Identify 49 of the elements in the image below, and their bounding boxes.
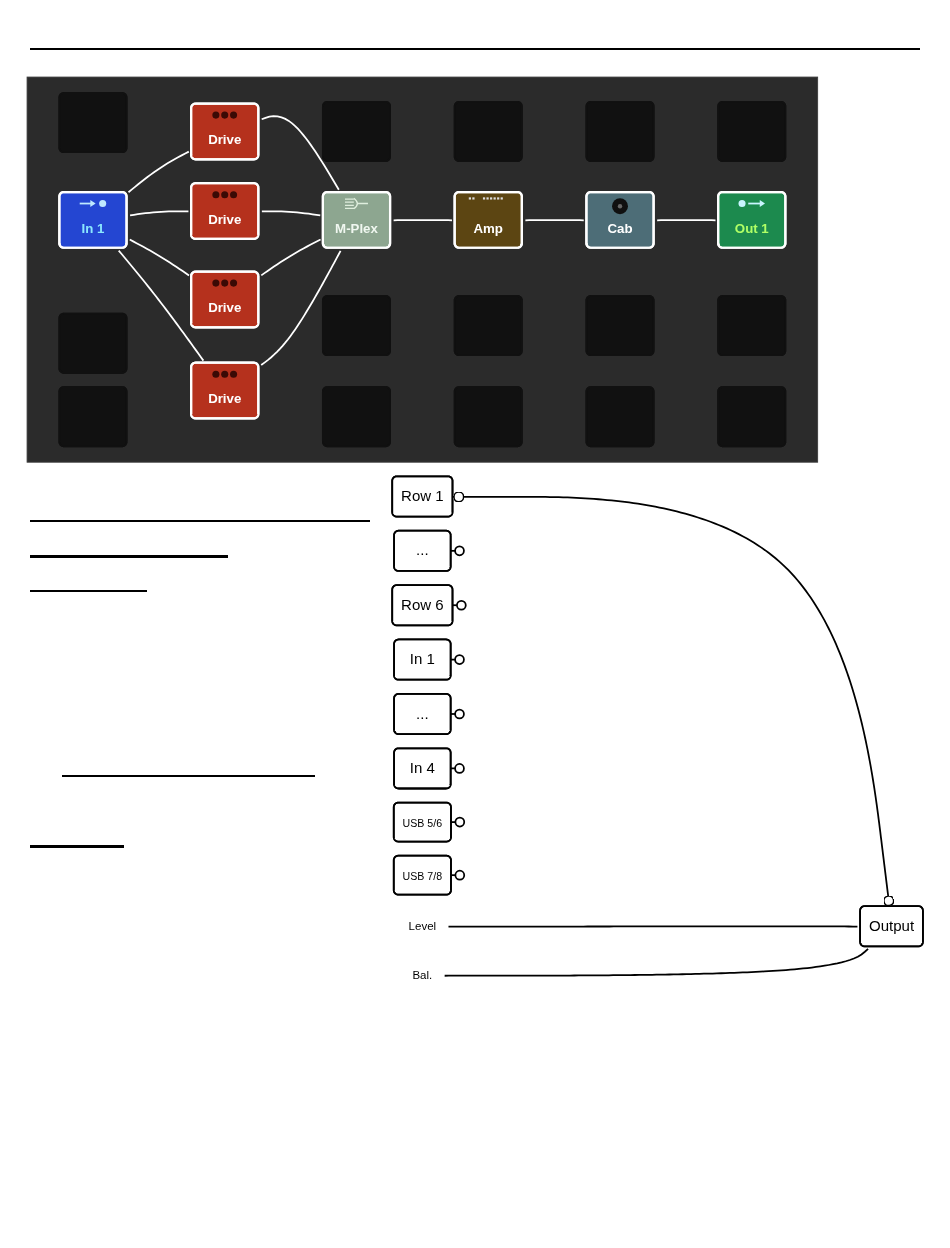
connector-line (260, 210, 322, 217)
connector-line (260, 115, 340, 191)
connector-line (656, 219, 717, 222)
connector-line (260, 250, 342, 366)
effect-block: Drive (190, 270, 260, 329)
effect-block: Drive (190, 182, 260, 240)
leader-line (443, 947, 869, 977)
source-box: ... (393, 693, 452, 735)
effect-block: Amp (453, 190, 523, 249)
empty-slot (717, 386, 787, 448)
connector-line (524, 219, 585, 222)
empty-slot (322, 295, 391, 357)
source-box: Row 6 (391, 584, 454, 627)
empty-slot (717, 100, 787, 162)
source-box: USB 7/8 (392, 854, 452, 896)
effect-block: Drive (190, 361, 260, 420)
output-box: Output (859, 905, 924, 948)
input-block: In 1 (58, 190, 128, 249)
empty-slot (58, 386, 128, 448)
empty-slot (322, 386, 391, 448)
effect-block: Drive (190, 102, 260, 161)
empty-slot (58, 312, 128, 374)
connector-line (129, 210, 190, 217)
empty-slot (322, 100, 391, 162)
parameter-label: Bal. (403, 957, 442, 993)
empty-slot (585, 386, 655, 448)
empty-slot (585, 100, 655, 162)
output-block: Out 1 (717, 190, 787, 249)
empty-slot (717, 295, 787, 357)
source-box: ... (393, 529, 452, 572)
source-box: USB 5/6 (392, 801, 452, 843)
empty-slot (453, 386, 523, 448)
connector-line (260, 238, 322, 277)
source-box: In 4 (393, 747, 452, 790)
parameter-label: Level (399, 908, 445, 944)
connector-line (452, 491, 895, 908)
leader-line (447, 925, 859, 928)
connector-line (127, 150, 190, 194)
connector-line (117, 249, 205, 362)
effect-block: M-Plex (321, 190, 392, 249)
empty-slot (453, 295, 523, 357)
effect-block: Cab (585, 190, 655, 249)
connector-line (392, 219, 453, 222)
source-box: In 1 (393, 638, 452, 681)
connector-line (128, 238, 190, 277)
source-box: Row 1 (391, 475, 454, 518)
empty-slot (453, 100, 523, 162)
empty-slot (58, 92, 128, 154)
empty-slot (585, 295, 655, 357)
